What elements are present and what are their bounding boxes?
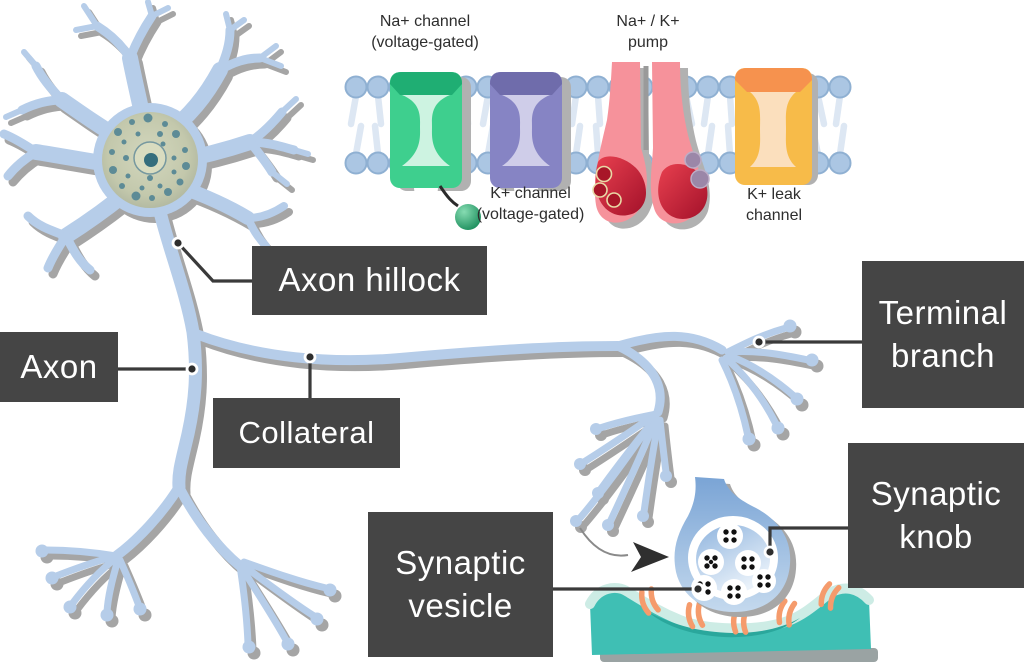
nissl-granules bbox=[109, 113, 190, 201]
axon-hillock-label: Axon hillock bbox=[252, 246, 487, 315]
na-channel-graphic bbox=[390, 72, 481, 230]
collateral-label: Collateral bbox=[213, 398, 400, 468]
k-leak-channel-label-line1: K+ leak bbox=[747, 186, 801, 203]
synaptic-knob-label: Synaptic knob bbox=[848, 443, 1024, 588]
na-channel-label-line2: (voltage-gated) bbox=[371, 33, 479, 51]
na-k-pump-graphic bbox=[592, 62, 710, 230]
k-channel-label-line1: K+ channel bbox=[490, 185, 571, 202]
na-channel-label: Na+ channel (voltage-gated) bbox=[340, 12, 510, 54]
k-leak-channel-label: K+ leak channel bbox=[714, 185, 834, 227]
synaptic-vesicles bbox=[691, 523, 776, 605]
channel-ball-gate bbox=[455, 204, 481, 230]
curved-arrow bbox=[579, 527, 669, 572]
collateral-label-text: Collateral bbox=[238, 415, 375, 451]
pump-label-line2: pump bbox=[627, 33, 669, 51]
k-leak-channel-graphic bbox=[735, 68, 818, 196]
leader-lines bbox=[118, 241, 862, 591]
k-channel-label-line2: (voltage-gated) bbox=[476, 205, 585, 223]
synaptic-vesicle-label: Synaptic vesicle bbox=[368, 512, 553, 657]
axon-label-text: Axon bbox=[20, 347, 98, 385]
terminal-branch-line2: branch bbox=[891, 336, 995, 374]
pump-label: Na+ / K+ pump bbox=[588, 12, 708, 54]
synaptic-vesicle-line2: vesicle bbox=[408, 586, 513, 624]
membrane-inset bbox=[344, 62, 852, 230]
nucleolus bbox=[144, 153, 158, 167]
axon-label: Axon bbox=[0, 332, 118, 402]
axon-hillock-label-text: Axon hillock bbox=[278, 261, 461, 299]
synaptic-knob-graphic bbox=[674, 477, 797, 617]
terminal-branch-line1: Terminal bbox=[878, 294, 1008, 332]
synaptic-knob-line2: knob bbox=[899, 517, 973, 555]
leader-dots bbox=[171, 236, 777, 596]
synaptic-vesicle-line1: Synaptic bbox=[395, 544, 526, 582]
na-channel-label-line1: Na+ channel bbox=[379, 13, 471, 30]
synaptic-knob-line1: Synaptic bbox=[870, 475, 1002, 513]
pump-label-line1: Na+ / K+ bbox=[616, 13, 680, 30]
neuron-illustration bbox=[4, 2, 824, 660]
k-channel-graphic bbox=[490, 72, 571, 200]
postsynaptic-membrane-graphic bbox=[585, 583, 878, 662]
soma bbox=[102, 112, 198, 208]
k-channel-label: K+ channel (voltage-gated) bbox=[443, 184, 618, 226]
k-leak-channel-label-line2: channel bbox=[745, 206, 803, 224]
terminal-branch-label: Terminal branch bbox=[862, 261, 1024, 408]
